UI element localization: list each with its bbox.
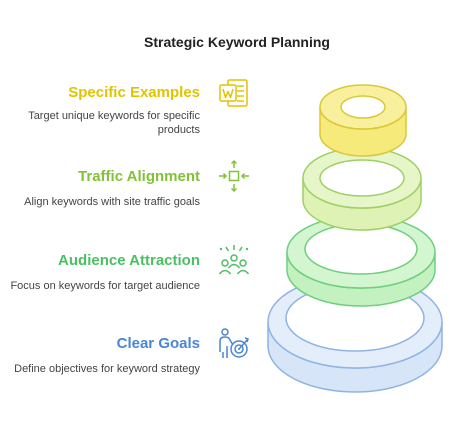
audience-icon [218,245,250,275]
item-title-clear-goals: Clear Goals [116,335,200,352]
target-goal-icon [219,328,249,358]
align-arrows-icon [219,159,249,193]
word-document-icon [219,79,248,107]
ring-specific-examples [319,84,407,157]
item-desc-traffic-alignment: Align keywords with site traffic goals [24,196,200,208]
item-desc-line: Target unique keywords for specific [28,110,200,122]
item-title-traffic-alignment: Traffic Alignment [78,168,200,185]
ring-traffic-alignment [302,147,422,231]
item-desc-specific-examples: Target unique keywords for specific prod… [28,109,200,137]
item-title-specific-examples: Specific Examples [68,84,200,101]
item-title-audience-attraction: Audience Attraction [58,252,200,269]
item-desc-audience-attraction: Focus on keywords for target audience [10,280,200,292]
item-desc-clear-goals: Define objectives for keyword strategy [14,363,200,375]
item-desc-line: products [157,124,200,136]
diagram-title: Strategic Keyword Planning [144,34,330,50]
